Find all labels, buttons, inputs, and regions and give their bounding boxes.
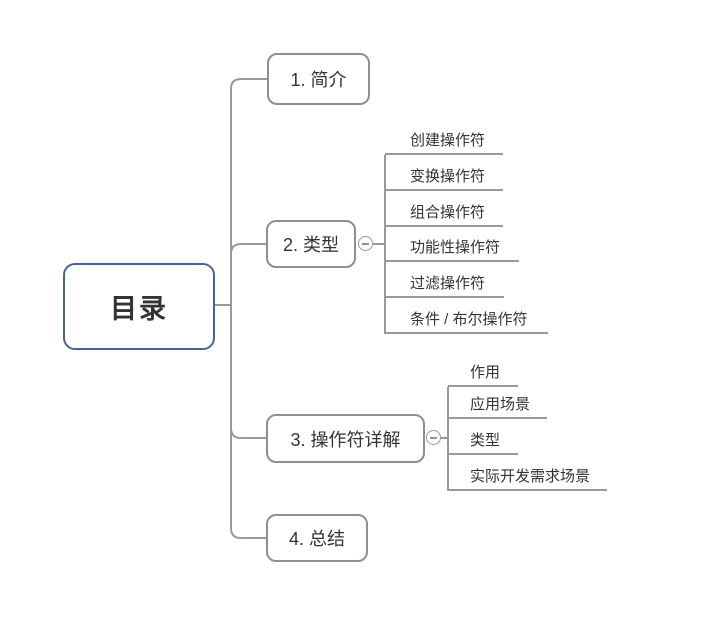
child-topic-label: 功能性操作符 (410, 239, 501, 256)
branch-node-summary[interactable]: 4. 总结 (266, 514, 368, 562)
branch-node-label: 1. 简介 (290, 70, 347, 90)
child-topic-application-scenarios[interactable]: 应用场景 (448, 393, 547, 419)
root-node-label: 目录 (110, 294, 168, 324)
child-topic-label: 过滤操作符 (410, 275, 486, 292)
child-topic-label: 实际开发需求场景 (470, 468, 591, 485)
branch-2-connector (230, 243, 266, 305)
branch-node-label: 3. 操作符详解 (290, 429, 401, 450)
child-topic-transform-operators[interactable]: 变换操作符 (385, 165, 503, 191)
child-topic-label: 类型 (470, 432, 501, 449)
child-topic-filter-operators[interactable]: 过滤操作符 (385, 272, 504, 298)
root-node[interactable]: 目录 (63, 263, 215, 350)
collapse-button-operator-details[interactable] (426, 430, 441, 445)
child-topic-label: 创建操作符 (410, 132, 486, 149)
branch-node-types[interactable]: 2. 类型 (266, 220, 356, 268)
child-topic-types[interactable]: 类型 (448, 429, 518, 455)
child-topic-label: 变换操作符 (410, 168, 486, 185)
child-topic-label: 条件 / 布尔操作符 (410, 311, 528, 328)
minus-icon (430, 436, 437, 439)
branch-node-intro[interactable]: 1. 简介 (267, 53, 370, 105)
child-topic-functional-operators[interactable]: 功能性操作符 (385, 236, 519, 262)
collapse-button-types[interactable] (358, 236, 373, 251)
branch-node-label: 2. 类型 (282, 235, 339, 255)
child-topic-real-dev-demand-scenarios[interactable]: 实际开发需求场景 (448, 465, 607, 491)
child-topic-creation-operators[interactable]: 创建操作符 (385, 129, 503, 155)
child-topic-combine-operators[interactable]: 组合操作符 (385, 201, 503, 227)
branch-node-operator-details[interactable]: 3. 操作符详解 (266, 414, 425, 463)
branch-node-label: 4. 总结 (288, 529, 345, 549)
branch-1-connector (230, 78, 267, 305)
minus-icon (362, 242, 369, 245)
child-topic-label: 应用场景 (470, 396, 531, 413)
branch-4-connector (230, 305, 266, 539)
child-topic-purpose[interactable]: 作用 (448, 361, 518, 387)
child-topic-conditional-boolean-operators[interactable]: 条件 / 布尔操作符 (385, 308, 548, 334)
child-topic-label: 作用 (470, 364, 501, 381)
branch-3-connector (230, 305, 266, 439)
child-topic-label: 组合操作符 (410, 204, 486, 221)
